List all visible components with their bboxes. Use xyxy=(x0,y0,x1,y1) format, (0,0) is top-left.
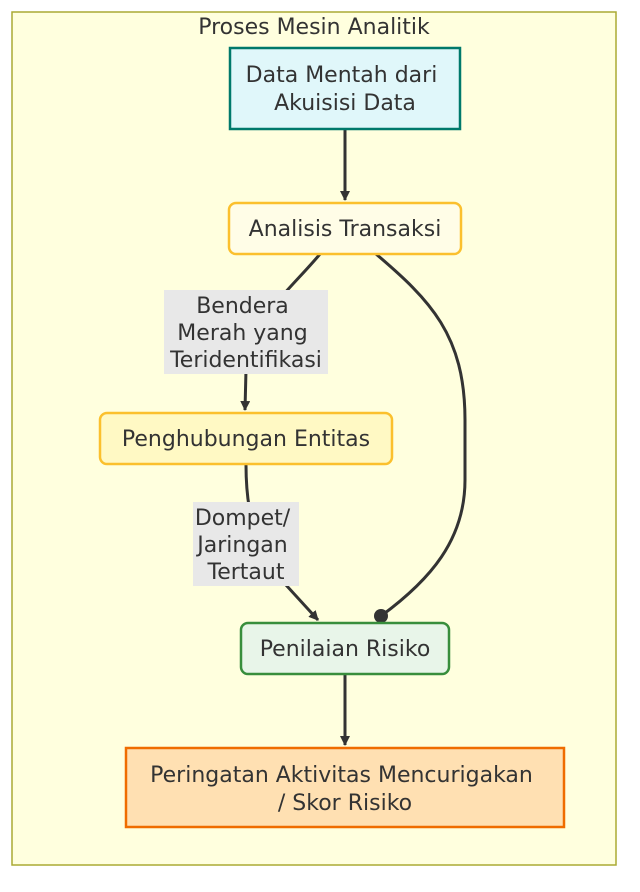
edge-label-linked-line: Tertaut xyxy=(207,560,285,585)
edge-label-linked: Dompet/ Jaringan Tertaut xyxy=(193,502,299,586)
node-risk-scoring-label: Penilaian Risiko xyxy=(260,637,431,662)
node-entity-linking-box xyxy=(98,411,394,466)
node-suspicious-activity-alert-box xyxy=(124,746,566,829)
node-transaction-analysis-box xyxy=(227,201,463,256)
edge-tx-to-risk-endpoint xyxy=(374,609,388,623)
svg-text:Penghubungan Entitas: Penghubungan Entitas xyxy=(122,427,370,452)
svg-text:Penilaian Risiko: Penilaian Risiko xyxy=(260,637,431,662)
edge-tx-to-risk xyxy=(375,252,467,618)
svg-text:Dompet/ Jaringan T: Dompet/ Jaringan Tertaut xyxy=(195,506,297,585)
node-risk-scoring: Penilaian Risiko xyxy=(239,621,451,676)
svg-text:Data Mentah dari Akuisis: Data Mentah dari Akuisisi Data xyxy=(246,63,445,116)
node-entity-linking: Penghubungan Entitas xyxy=(98,411,394,466)
edge-label-flags-bg xyxy=(164,290,328,374)
edge-label-flags: Bendera Merah yang Teridentifikasi xyxy=(164,290,328,374)
svg-text:Bendera Merah yang: Bendera Merah yang Teridentifikasi xyxy=(169,294,322,373)
node-raw-data-line: Data Mentah dari xyxy=(246,63,438,88)
edge-label-linked-line: Dompet/ xyxy=(195,506,291,531)
node-raw-data-box xyxy=(228,46,462,131)
edge-label-linked-line: Jaringan xyxy=(195,533,287,558)
node-transaction-analysis: Analisis Transaksi xyxy=(227,201,463,256)
node-raw-data-line: Akuisisi Data xyxy=(274,91,416,116)
cluster-title: Proses Mesin Analitik xyxy=(198,15,430,40)
svg-text:Analisis Transaksi: Analisis Transaksi xyxy=(249,217,442,242)
node-suspicious-activity-alert-line: / Skor Risiko xyxy=(278,791,412,816)
edge-label-flags-line: Teridentifikasi xyxy=(169,348,322,373)
edge-label-flags-line: Bendera xyxy=(196,294,289,319)
node-risk-scoring-box xyxy=(239,621,451,676)
node-suspicious-activity-alert: Peringatan Aktivitas Mencurigakan / Skor… xyxy=(124,746,566,829)
svg-text:Peringatan Aktivitas Mencuriga: Peringatan Aktivitas Mencurigakan / Skor… xyxy=(150,763,540,816)
edge-label-flags-line: Merah yang xyxy=(177,321,307,346)
node-raw-data: Data Mentah dari Akuisisi Data xyxy=(228,46,462,131)
node-transaction-analysis-label: Analisis Transaksi xyxy=(249,217,442,242)
edge-label-linked-bg xyxy=(193,502,299,586)
node-entity-linking-label: Penghubungan Entitas xyxy=(122,427,370,452)
node-suspicious-activity-alert-line: Peringatan Aktivitas Mencurigakan xyxy=(150,763,533,788)
